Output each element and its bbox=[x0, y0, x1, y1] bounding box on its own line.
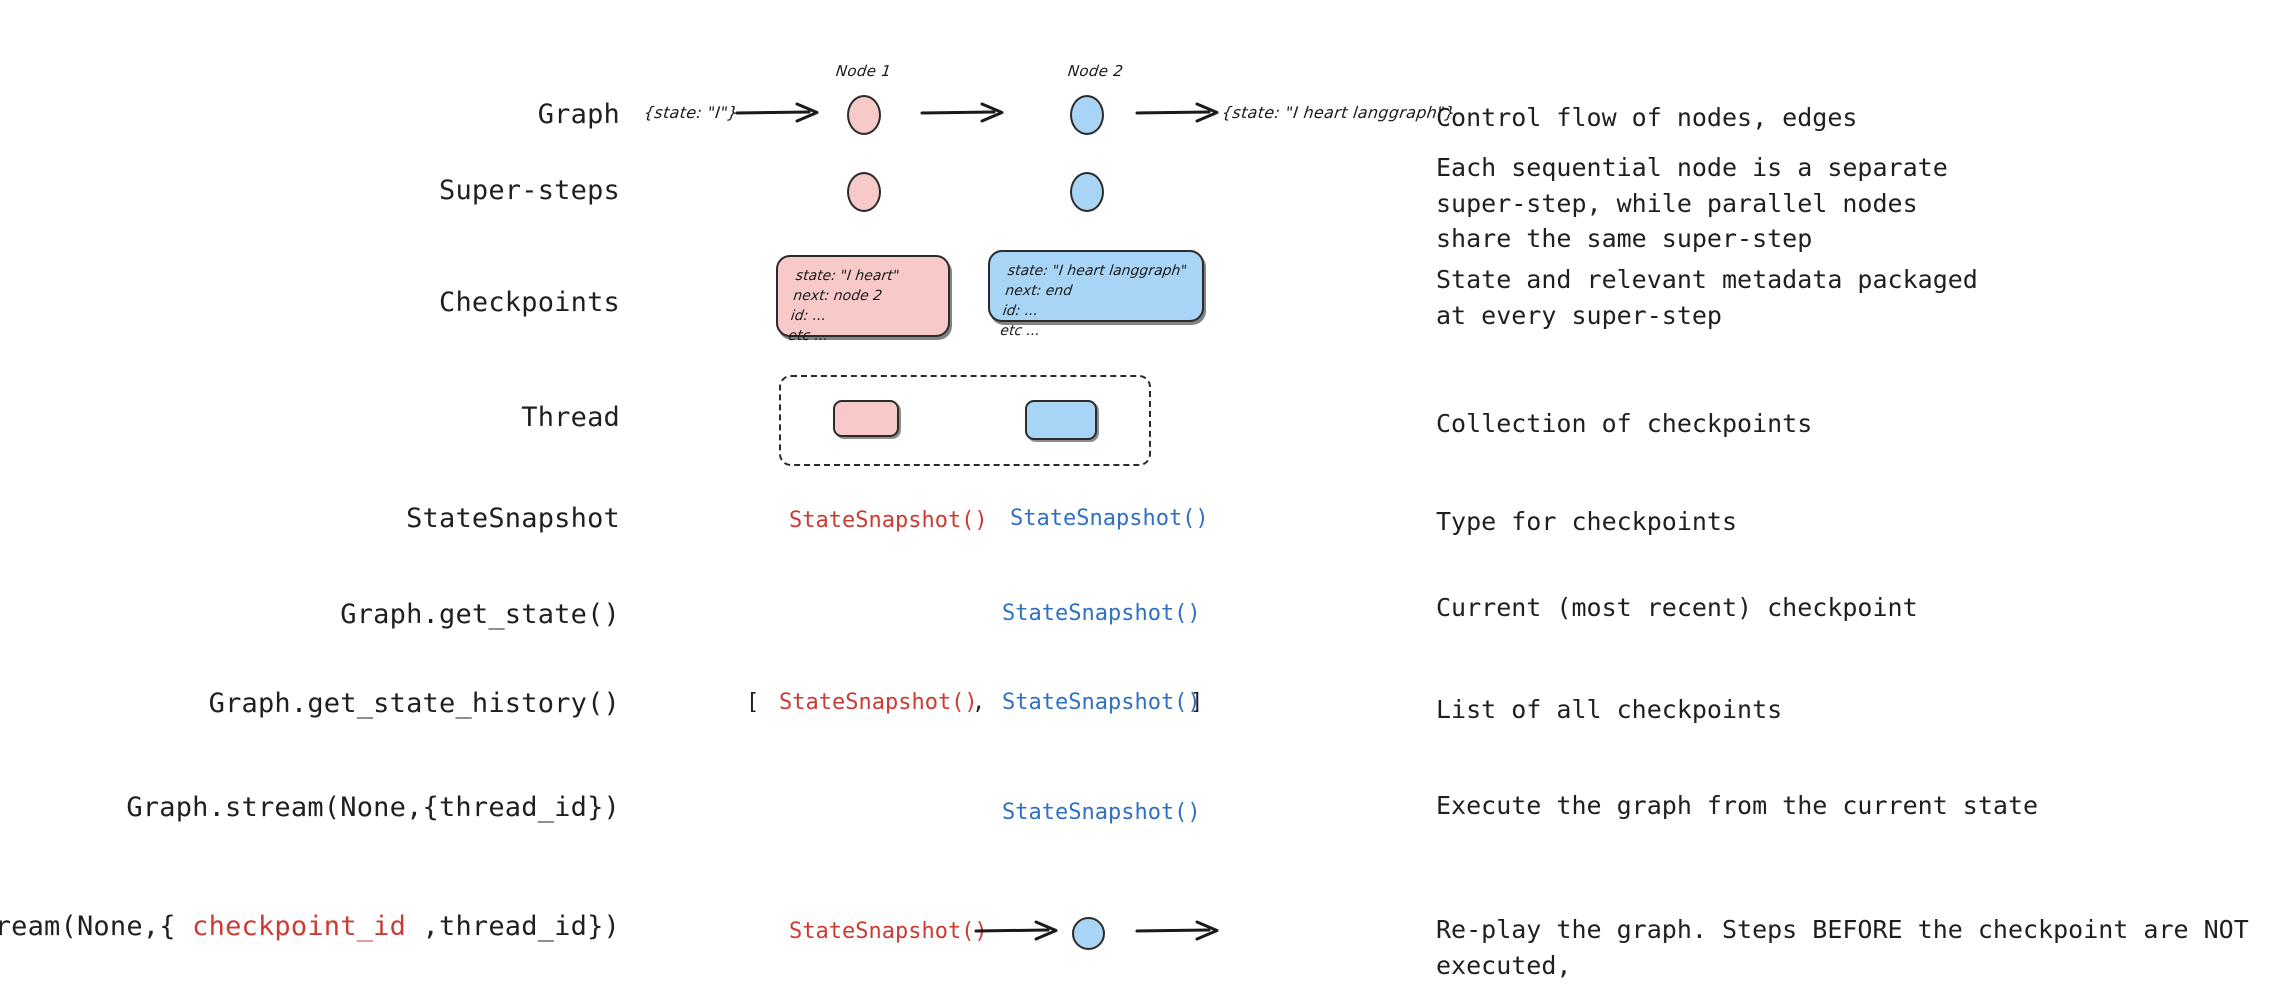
node2-label: Node 2 bbox=[1066, 62, 1125, 80]
row-label-stream-replay: Graph.stream(None,{ checkpoint_id ,threa… bbox=[0, 912, 620, 942]
statesnapshot-token-blue: StateSnapshot() bbox=[1010, 506, 1209, 531]
checkpoint-card-blue-text: state: "I heart langgraph" next: end id:… bbox=[999, 263, 1188, 339]
graph-output-state: {state: "I heart langgraph"} bbox=[1220, 103, 1457, 122]
history-token-red: StateSnapshot() bbox=[779, 690, 978, 715]
edge-arrow-1 bbox=[735, 102, 819, 123]
replay-arrow-1 bbox=[974, 920, 1058, 941]
description-get-state: Current (most recent) checkpoint bbox=[1436, 593, 1918, 622]
description-graph: Control flow of nodes, edges bbox=[1436, 103, 1858, 132]
description-checkpoints: State and relevant metadata packaged at … bbox=[1436, 265, 1978, 330]
checkpoint-card-blue: state: "I heart langgraph" next: end id:… bbox=[988, 250, 1204, 339]
thread-checkpoint-pink bbox=[833, 400, 899, 437]
row-label-thread: Thread bbox=[521, 402, 620, 433]
checkpoint-card-pink: state: "I heart" next: node 2 id: ... et… bbox=[776, 255, 950, 344]
edge-arrow-2 bbox=[920, 102, 1004, 123]
history-bracket-open: [ bbox=[746, 690, 760, 715]
row-label-stream-current: Graph.stream(None,{thread_id}) bbox=[126, 792, 620, 823]
row-label-graph: Graph bbox=[537, 99, 620, 130]
stream-replay-prefix: Graph.stream(None,{ bbox=[0, 911, 176, 942]
node1-label: Node 1 bbox=[834, 62, 893, 80]
graph-node-1 bbox=[847, 95, 881, 135]
row-label-checkpoints: Checkpoints bbox=[438, 287, 620, 318]
thread-checkpoint-blue bbox=[1025, 400, 1097, 440]
stream-current-token-blue: StateSnapshot() bbox=[1002, 800, 1201, 825]
replay-node-blue bbox=[1072, 917, 1105, 950]
history-bracket-close: ] bbox=[1190, 690, 1204, 715]
get-state-token-blue: StateSnapshot() bbox=[1002, 601, 1201, 626]
super-step-node-1 bbox=[847, 172, 881, 212]
history-comma: , bbox=[972, 690, 986, 715]
row-label-get-state: Graph.get_state() bbox=[340, 599, 620, 630]
description-statesnapshot: Type for checkpoints bbox=[1436, 507, 1738, 536]
graph-input-state: {state: "I"} bbox=[642, 103, 740, 122]
thread-group-box bbox=[779, 375, 1151, 466]
description-get-state-history: List of all checkpoints bbox=[1436, 695, 1783, 724]
description-super-steps: Each sequential node is a separate super… bbox=[1436, 153, 1948, 253]
replay-token-red: StateSnapshot() bbox=[789, 919, 988, 944]
history-token-blue: StateSnapshot() bbox=[1002, 690, 1201, 715]
row-label-get-state-history: Graph.get_state_history() bbox=[208, 688, 620, 719]
replay-arrow-2 bbox=[1135, 920, 1219, 941]
edge-arrow-3 bbox=[1135, 102, 1219, 123]
stream-replay-suffix: ,thread_id}) bbox=[406, 911, 620, 942]
description-thread: Collection of checkpoints bbox=[1436, 409, 1813, 438]
graph-node-2 bbox=[1070, 95, 1104, 135]
statesnapshot-token-red: StateSnapshot() bbox=[789, 508, 988, 533]
super-step-node-2 bbox=[1070, 172, 1104, 212]
row-label-statesnapshot: StateSnapshot bbox=[406, 503, 620, 534]
checkpoint-card-pink-text: state: "I heart" next: node 2 id: ... et… bbox=[787, 268, 901, 344]
description-stream-current: Execute the graph from the current state bbox=[1436, 791, 2039, 820]
description-stream-replay: Re-play the graph. Steps BEFORE the chec… bbox=[1436, 915, 2249, 980]
row-label-super-steps: Super-steps bbox=[438, 175, 620, 206]
stream-replay-checkpoint-id: checkpoint_id bbox=[192, 911, 407, 942]
